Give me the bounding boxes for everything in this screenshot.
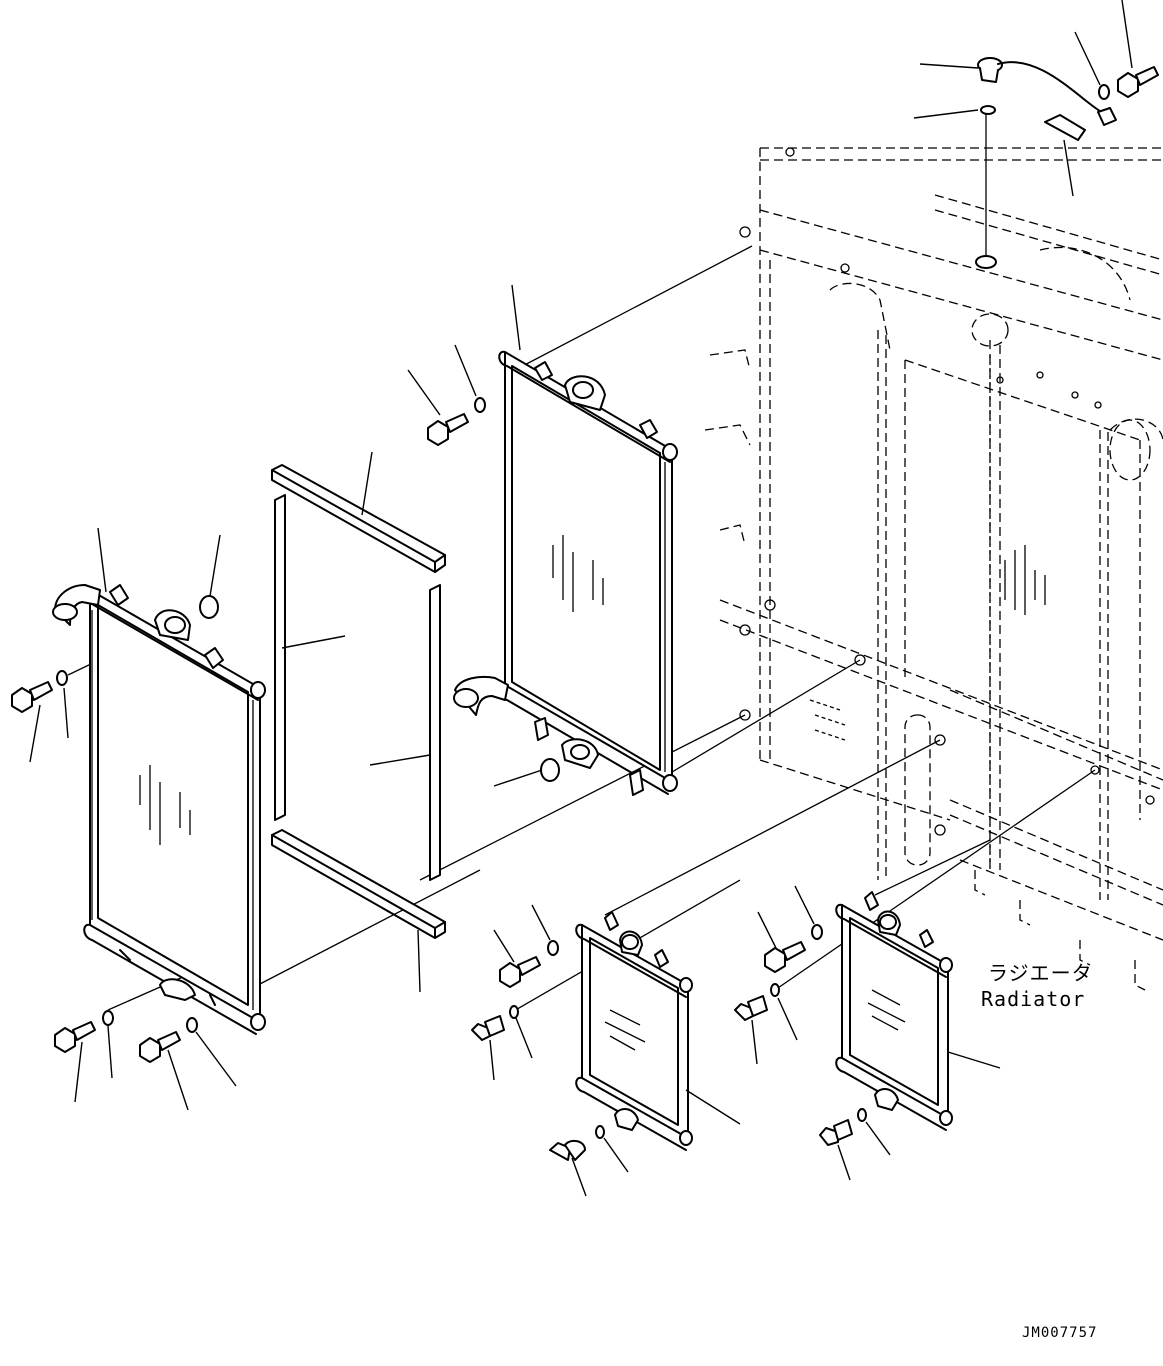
o-ring-icon — [770, 983, 780, 997]
washer-icon — [186, 1017, 198, 1033]
o-ring-icon — [595, 1125, 605, 1139]
bolts — [11, 66, 1159, 1063]
o-ring-icon — [975, 255, 997, 269]
bolt-icon — [499, 956, 541, 988]
o-ring-icon — [199, 595, 219, 619]
bolt-icon — [139, 1031, 181, 1063]
washer-icon — [102, 1010, 114, 1026]
radiator-label-en: Radiator — [981, 987, 1085, 1011]
o-ring-icon — [509, 1005, 519, 1019]
washer-icon — [474, 397, 486, 413]
drain-valve-icon — [471, 1015, 505, 1041]
drain-fittings — [471, 995, 853, 1161]
washer-icon — [1098, 84, 1110, 100]
bolt-icon — [764, 941, 806, 973]
washer-icon — [56, 670, 68, 686]
washers — [56, 84, 1110, 1139]
washer-icon — [547, 940, 559, 956]
o-ring-icon — [980, 105, 996, 115]
bolt-icon — [11, 681, 53, 713]
radiator-core-center — [453, 350, 678, 796]
drawing-id: JM007757 — [1022, 1325, 1097, 1341]
washer-icon — [811, 924, 823, 940]
sensor-icon — [977, 57, 1117, 141]
drain-valve-icon — [734, 995, 768, 1021]
bolt-icon — [1117, 66, 1159, 98]
leader-lines — [29, 0, 1133, 1197]
cooler-small-right — [835, 891, 953, 1131]
radiator-frame-phantom — [704, 147, 1163, 991]
seal-strips — [271, 464, 446, 939]
bolt-icon — [427, 413, 469, 446]
o-ring-icon — [857, 1108, 867, 1122]
radiator-label-jp: ラジエータ — [988, 961, 1093, 985]
o-ring-icon — [540, 758, 560, 782]
bolt-icon — [54, 1021, 96, 1053]
cooler-small-left — [575, 911, 693, 1151]
radiator-core-left — [52, 584, 266, 1035]
drain-valve-icon — [549, 1139, 586, 1161]
drain-valve-icon — [819, 1119, 853, 1146]
